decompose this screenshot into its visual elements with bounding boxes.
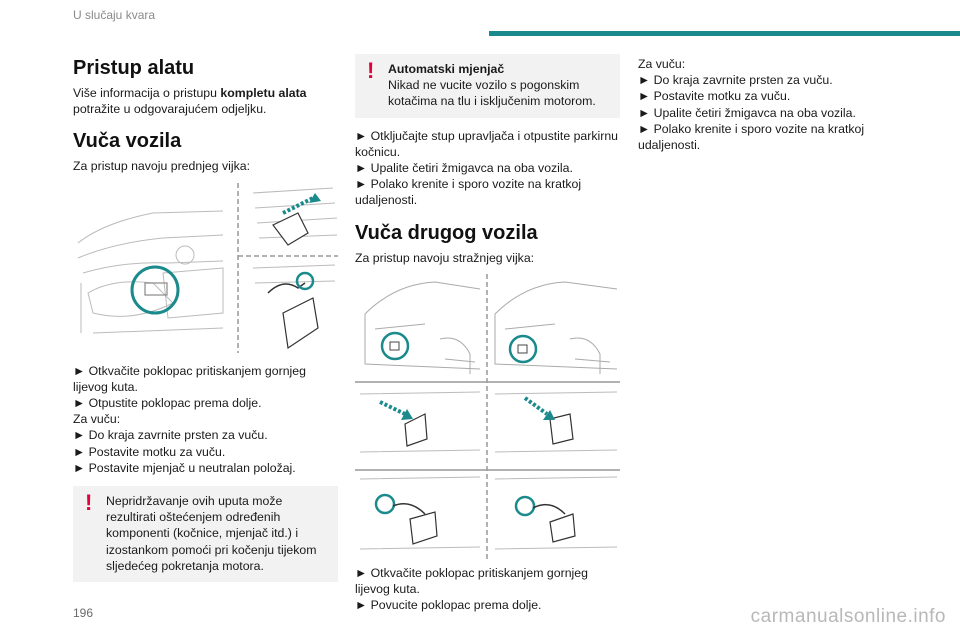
tools-bold: kompletu alata [220,86,307,100]
warning-text: Nepridržavanje ovih uputa može rezultira… [106,494,317,573]
warning-icon: ! [367,58,375,83]
header-accent-bar [489,31,960,36]
vuca-step-2: ► Postavite motku za vuču. [73,444,226,459]
rear-tow-illustration [355,273,620,559]
rear-intro: Za pristup navoju stražnjeg vijka: [355,250,535,265]
heading-tow-other: Vuča drugog vozila [355,221,538,244]
column-2: ! Automatski mjenjač Nikad ne vucite voz… [355,54,620,613]
col3-step-3: ► Upalite četiri žmigavca na oba vozila. [638,105,856,120]
step-drive: ► Polako krenite i sporo vozite na kratk… [355,177,582,208]
za-vucu-label: Za vuču: [73,412,121,427]
column-3: Za vuču: ► Do kraja zavrnite prsten za v… [638,56,888,153]
step-steering: ► Otključajte stup upravljača i otpustit… [355,128,619,159]
column-1: Pristup alatu Više informacija o pristup… [73,56,338,583]
automatic-gearbox-warning: ! Automatski mjenjač Nikad ne vucite voz… [355,54,620,118]
rear-step-1: ► Otkvačite poklopac pritiskanjem gornje… [355,565,588,597]
heading-tow: Vuča vozila [73,130,182,153]
heading-tools: Pristup alatu [73,57,195,79]
za-vucu-label: Za vuču: [638,57,686,71]
front-tow-illustration [73,182,338,353]
warning-icon: ! [85,490,93,516]
front-step-2: ► Otpustite poklopac prema dolje. [73,396,262,411]
col3-step-4: ► Polako krenite i sporo vozite na kratk… [638,121,865,153]
page-number: 196 [73,606,94,620]
front-step-1: ► Otkvačite poklopac pritiskanjem gornje… [73,363,306,394]
rear-step-2: ► Povucite poklopac prema dolje. [355,598,542,613]
warning-title: Automatski mjenjač [388,62,505,76]
warning-box: ! Nepridržavanje ovih uputa može rezulti… [73,486,338,583]
tools-paragraph: Više informacija o pristupu kompletu ala… [73,86,307,117]
tow-intro: Za pristup navoju prednjeg vijka: [73,159,251,174]
vuca-step-1: ► Do kraja zavrnite prsten za vuču. [73,428,268,443]
watermark: carmanualsonline.info [750,606,946,627]
col3-step-2: ► Postavite motku za vuču. [638,89,791,104]
vuca-step-3: ► Postavite mjenjač u neutralan položaj. [73,460,296,475]
chapter-header: U slučaju kvara [73,8,156,22]
warning-text: Nikad ne vucite vozilo s pogonskim kotač… [388,78,596,109]
step-hazards: ► Upalite četiri žmigavca na oba vozila. [355,161,573,176]
col3-step-1: ► Do kraja zavrnite prsten za vuču. [638,73,833,88]
